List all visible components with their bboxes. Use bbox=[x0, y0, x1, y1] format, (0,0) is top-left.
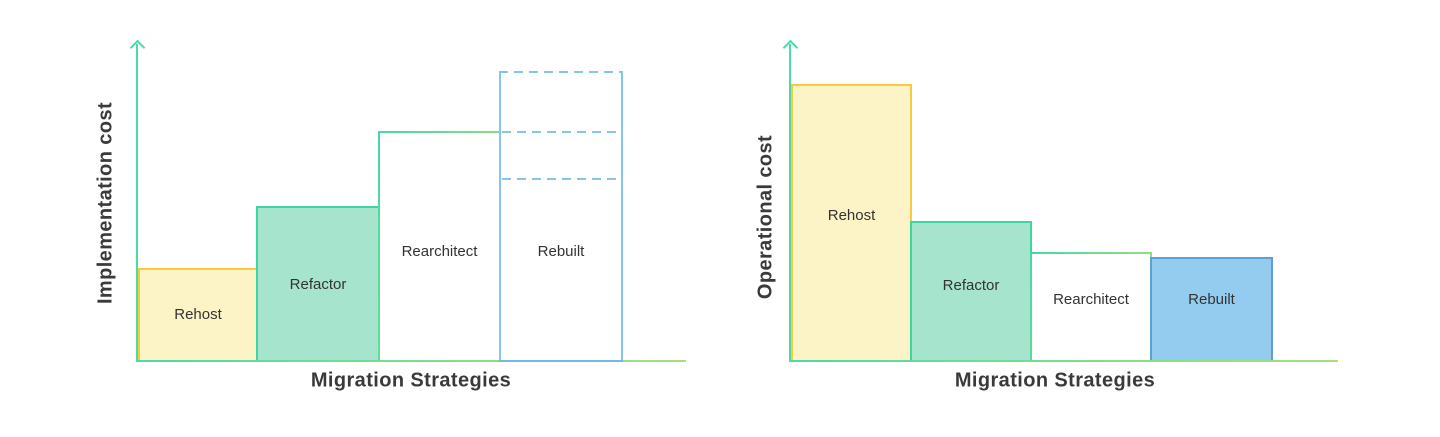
bar-label: Refactor bbox=[942, 277, 1000, 294]
y-axis-arrow-icon bbox=[782, 39, 799, 56]
dashed-level-line bbox=[502, 178, 620, 180]
dashed-level-line bbox=[502, 131, 620, 133]
x-axis bbox=[137, 360, 686, 362]
x-axis-segment-under-rebuilt bbox=[499, 360, 623, 362]
bar-rearchitect bbox=[1030, 252, 1152, 362]
bar-label: Rearchitect bbox=[401, 243, 478, 260]
x-axis-label: Migration Strategies bbox=[310, 369, 512, 392]
bar-label: Refactor bbox=[289, 276, 347, 293]
bar-rearchitect bbox=[378, 131, 501, 362]
y-axis bbox=[789, 44, 791, 362]
bar-rebuilt bbox=[499, 71, 623, 362]
bar-label: Rehost bbox=[174, 306, 222, 323]
y-axis bbox=[136, 44, 138, 362]
bar-rebuilt bbox=[1150, 257, 1273, 362]
y-axis-label: Operational cost bbox=[754, 134, 777, 300]
bar-label: Rebuilt bbox=[1188, 291, 1235, 308]
bar-label: Rehost bbox=[827, 207, 876, 224]
dashed-top-border bbox=[499, 71, 623, 73]
bar-label: Rearchitect bbox=[1053, 291, 1129, 308]
bar-refactor bbox=[910, 221, 1032, 362]
bar-label: Rebuilt bbox=[537, 243, 585, 260]
x-axis-label: Migration Strategies bbox=[954, 369, 1156, 392]
x-axis bbox=[790, 360, 1338, 362]
